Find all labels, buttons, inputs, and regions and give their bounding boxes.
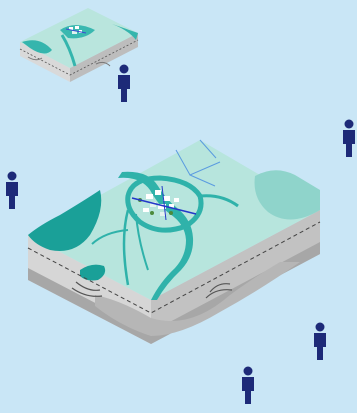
person-icon (6, 172, 18, 210)
person-icon (314, 323, 326, 361)
person-icon (343, 120, 355, 158)
person-icon (118, 65, 130, 103)
person-icon (242, 367, 254, 405)
large-terrain-block (28, 140, 320, 344)
